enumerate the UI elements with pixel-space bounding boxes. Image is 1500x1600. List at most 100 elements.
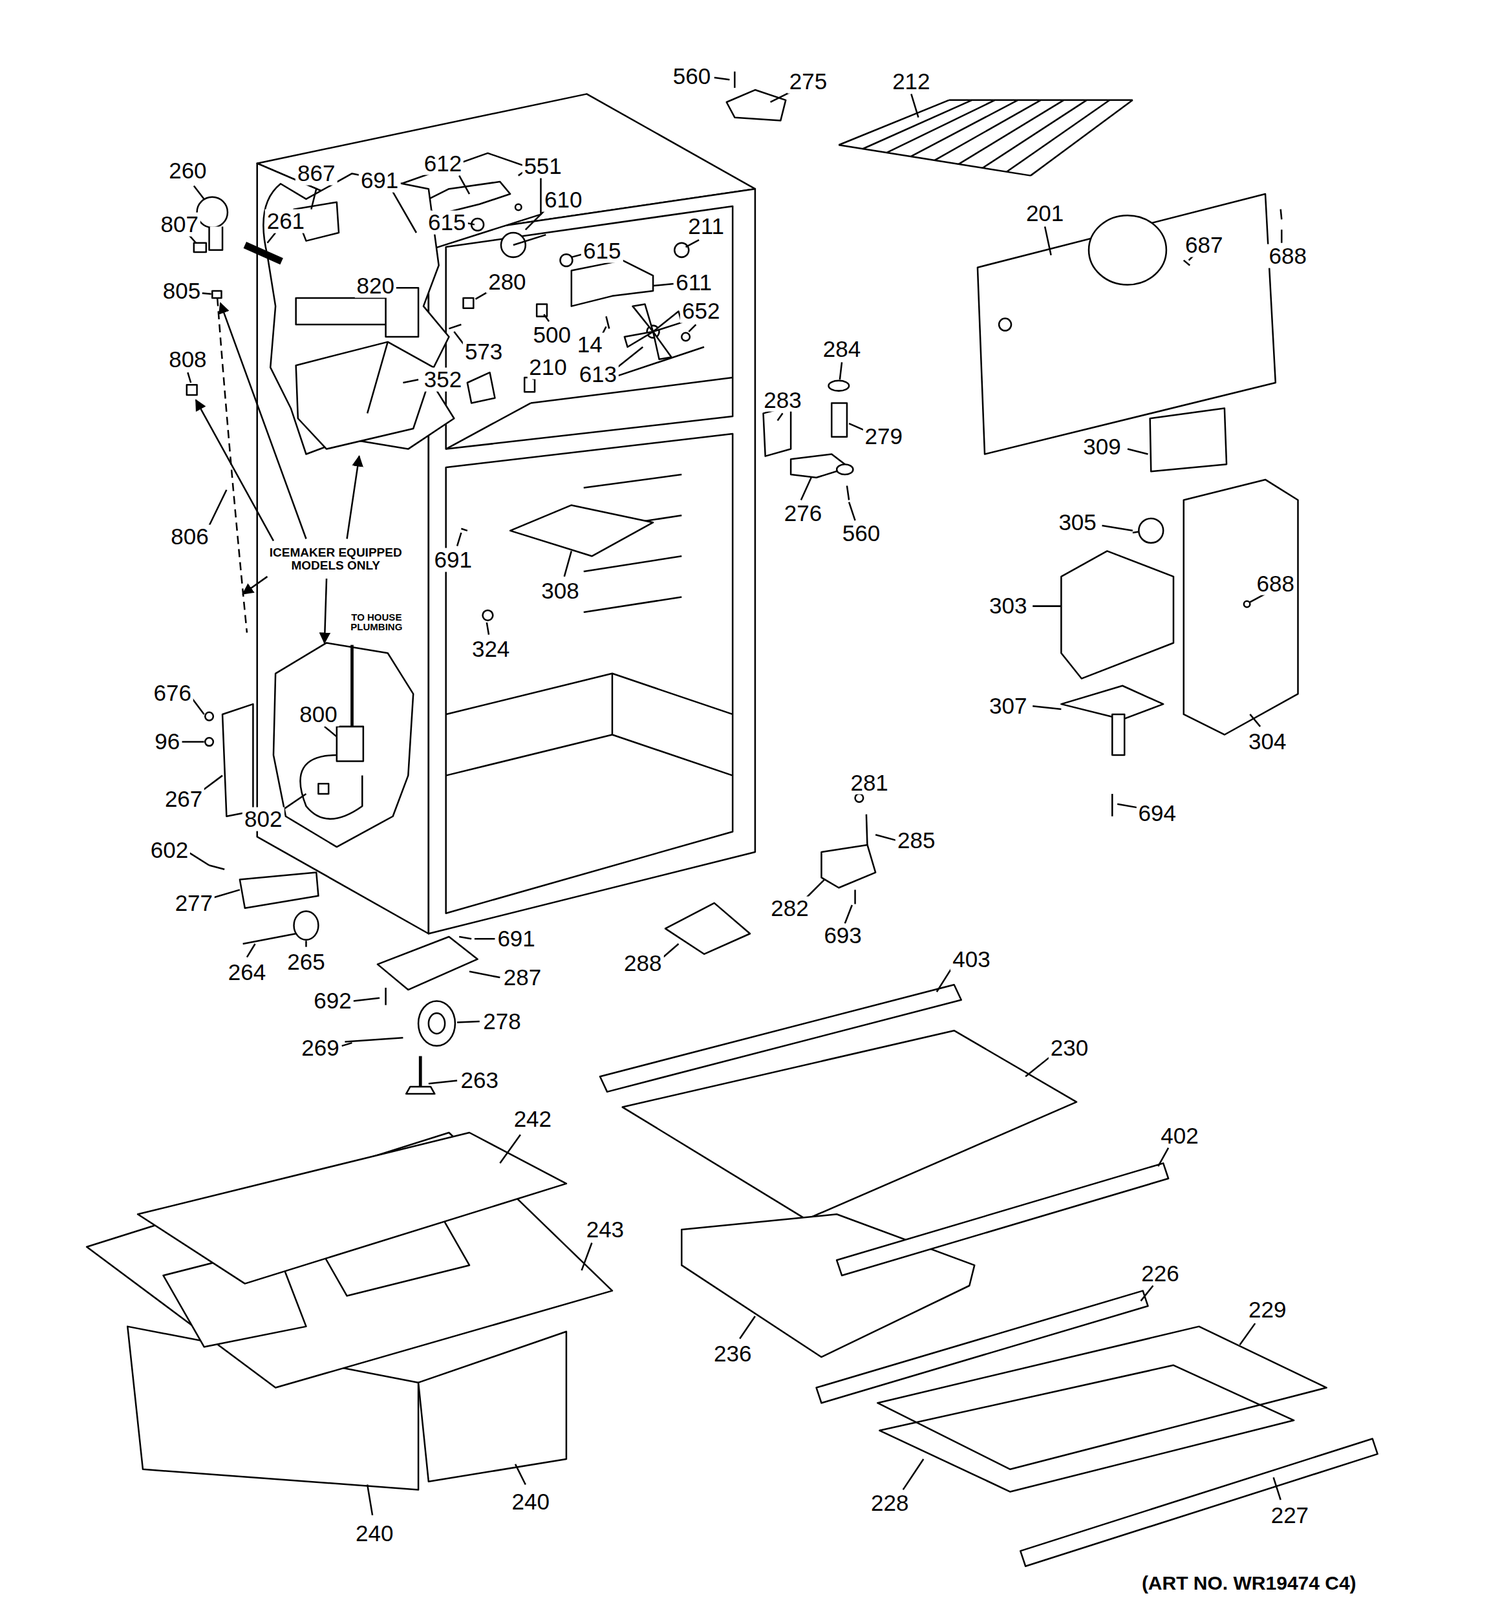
callout-number: 352 — [422, 367, 464, 392]
callout-number: 264 — [226, 960, 268, 985]
wire-shelf — [838, 100, 1133, 176]
callout-number: 226 — [1139, 1261, 1181, 1286]
callout-number: 691 — [432, 548, 474, 573]
callout-number: 806 — [168, 525, 211, 549]
hinge-parts — [836, 464, 853, 475]
lower-left-parts — [294, 911, 319, 941]
cabinet — [428, 188, 756, 934]
callout-number: 285 — [895, 828, 937, 853]
shelves-drawers — [86, 984, 1378, 1567]
shelves-drawers — [622, 1030, 1077, 1220]
callout-number: 275 — [787, 69, 829, 94]
callout-number: 261 — [265, 209, 307, 234]
icemaker-cutout — [186, 384, 198, 396]
callout-number: 687 — [1183, 232, 1225, 257]
lower-left-parts — [239, 872, 319, 909]
lower-left-parts — [384, 987, 387, 1006]
cover-parts — [1060, 550, 1174, 679]
callout-number: 615 — [426, 210, 468, 235]
callout-number: 807 — [159, 212, 201, 237]
callout-number: 240 — [353, 1521, 396, 1546]
note-arrows — [195, 400, 274, 542]
callout-number: 694 — [1136, 801, 1179, 825]
callout-number: 691 — [495, 927, 537, 952]
icemaker-cutout — [296, 298, 388, 325]
cabinet — [530, 377, 733, 403]
wire-shelf — [934, 100, 1041, 161]
callout-number: 802 — [242, 807, 284, 832]
cover-parts — [1243, 601, 1250, 608]
callout-number: 808 — [166, 347, 209, 372]
hinge-parts — [846, 485, 849, 500]
callout-number: 263 — [459, 1068, 501, 1093]
lower-left-parts — [418, 1056, 423, 1087]
callout-number: 800 — [297, 702, 339, 727]
hinge-parts — [482, 610, 494, 621]
callout-number: 615 — [581, 239, 623, 264]
icemaker-cutout — [193, 243, 207, 253]
callout-number: 282 — [768, 896, 811, 921]
lower-left-parts — [204, 704, 478, 1094]
callout-number: 652 — [680, 299, 722, 324]
callout-number: 14 — [575, 332, 605, 357]
callout-number: 820 — [354, 274, 397, 299]
plumbing-cutout — [300, 755, 363, 820]
lower-left-parts — [377, 936, 478, 990]
shelves-drawers — [418, 1331, 567, 1482]
cover-parts — [977, 193, 1276, 454]
cover-parts — [1183, 479, 1299, 736]
freezer-parts — [605, 316, 610, 329]
callout-number: 288 — [621, 951, 664, 975]
leader-lines — [181, 77, 1282, 1516]
hinge-parts — [763, 406, 792, 456]
freezer-parts — [624, 303, 682, 359]
callout-number: 500 — [531, 322, 573, 347]
note-arrows — [347, 456, 360, 540]
callout-number: 303 — [987, 594, 1029, 619]
lower-left-parts — [406, 1086, 435, 1094]
callout-number: 307 — [987, 694, 1029, 719]
note-text: TO HOUSE PLUMBING — [342, 612, 411, 633]
freezer-parts — [536, 303, 547, 317]
icemaker-cutout — [296, 342, 434, 450]
callout-number: 269 — [299, 1035, 341, 1060]
note-arrows — [243, 576, 268, 595]
cover-parts — [977, 193, 1299, 817]
callout-number: 211 — [685, 214, 727, 239]
callout-number: 692 — [311, 989, 354, 1014]
callout-number: 676 — [151, 680, 194, 705]
callout-number: 230 — [1048, 1035, 1091, 1060]
cabinet — [446, 403, 531, 450]
callout-number: 277 — [173, 890, 215, 915]
parts-illustration — [86, 71, 1378, 1567]
callout-number: 305 — [1056, 510, 1098, 535]
icemaker-cutout — [209, 226, 224, 251]
cover-parts — [1150, 407, 1227, 472]
callout-number: 236 — [711, 1342, 754, 1367]
callout-number: 560 — [671, 64, 713, 89]
lower-left-parts — [209, 865, 225, 870]
cabinet — [446, 433, 733, 914]
lower-left-parts — [428, 1013, 445, 1034]
note-arrows — [195, 303, 360, 644]
callout-number: 691 — [358, 168, 401, 193]
callout-number: 560 — [840, 521, 882, 546]
hinge-parts — [460, 71, 876, 955]
freezer-parts — [681, 332, 690, 342]
wire-shelf — [958, 100, 1065, 165]
wire-shelf — [910, 100, 1019, 157]
hinge-parts — [831, 403, 847, 438]
lower-left-parts — [418, 1000, 456, 1046]
callout-number: 278 — [481, 1009, 523, 1034]
callout-number: 283 — [761, 387, 804, 412]
lower-left-parts — [459, 936, 472, 939]
callout-number: 279 — [863, 424, 905, 449]
plumbing-cutout — [336, 726, 364, 762]
callout-number: 280 — [486, 269, 528, 294]
callout-number: 867 — [295, 161, 337, 186]
callout-number: 229 — [1246, 1298, 1288, 1323]
freezer-parts — [513, 234, 547, 246]
cover-parts — [1111, 793, 1114, 817]
callout-number: 304 — [1246, 729, 1288, 754]
